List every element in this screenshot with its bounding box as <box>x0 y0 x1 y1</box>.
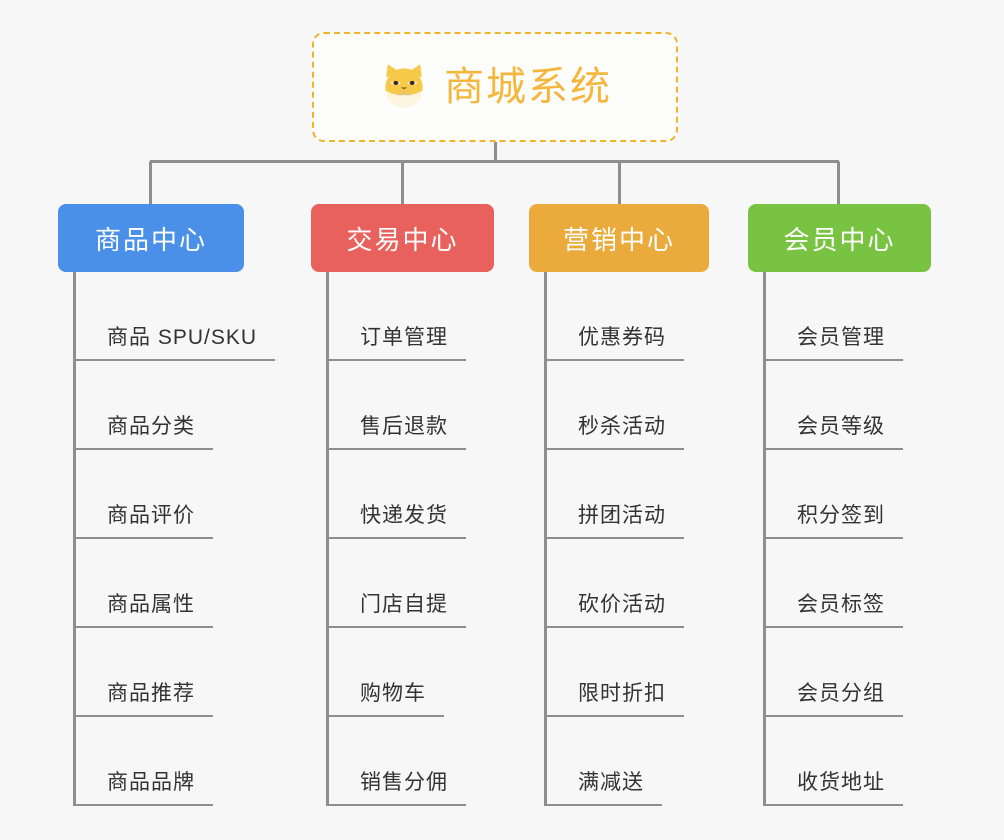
leaf-item[interactable]: 优惠券码 <box>544 272 709 361</box>
leaf-item[interactable]: 订单管理 <box>326 272 494 361</box>
leaf-inner: 会员等级 <box>763 412 903 450</box>
branch-column-2: 交易中心 订单管理 售后退款 快递发货 <box>311 204 494 806</box>
branch-title-4: 会员中心 <box>783 224 896 255</box>
leaf-label: 快递发货 <box>360 504 448 527</box>
leaf-inner: 拼团活动 <box>544 501 684 539</box>
leaf-inner: 砍价活动 <box>544 590 684 628</box>
leaf-inner: 会员分组 <box>763 679 903 717</box>
leaf-list-2: 订单管理 售后退款 快递发货 门店自提 <box>326 272 494 806</box>
leaf-label: 优惠券码 <box>578 326 666 349</box>
branch-title-3: 营销中心 <box>562 224 675 255</box>
leaf-label: 砍价活动 <box>578 593 666 616</box>
leaf-label: 售后退款 <box>360 415 448 438</box>
leaf-item[interactable]: 销售分佣 <box>326 717 494 806</box>
leaf-inner: 秒杀活动 <box>544 412 684 450</box>
leaf-item[interactable]: 商品属性 <box>73 539 244 628</box>
branch-head-1[interactable]: 商品中心 <box>58 204 244 272</box>
branch-title-1: 商品中心 <box>94 224 207 255</box>
leaf-label: 商品评价 <box>107 504 195 527</box>
leaf-list-1: 商品 SPU/SKU 商品分类 商品评价 商品属性 <box>73 272 276 806</box>
leaf-item[interactable]: 商品推荐 <box>73 628 244 717</box>
leaf-label: 购物车 <box>360 682 426 705</box>
leaf-label: 商品属性 <box>107 593 195 616</box>
leaf-inner: 积分签到 <box>763 501 903 539</box>
leaf-label: 会员等级 <box>797 415 885 438</box>
branch-head-3[interactable]: 营销中心 <box>529 204 709 272</box>
leaf-inner: 销售分佣 <box>326 768 466 806</box>
leaf-label: 会员管理 <box>797 326 885 349</box>
leaf-item[interactable]: 积分签到 <box>763 450 931 539</box>
branch-title-2: 交易中心 <box>346 224 459 255</box>
leaf-inner: 商品分类 <box>73 412 213 450</box>
leaf-item[interactable]: 秒杀活动 <box>544 361 709 450</box>
leaf-inner: 商品 SPU/SKU <box>73 323 276 361</box>
leaf-item[interactable]: 会员等级 <box>763 361 931 450</box>
leaf-label: 限时折扣 <box>578 682 666 705</box>
leaf-item[interactable]: 拼团活动 <box>544 450 709 539</box>
leaf-label: 商品品牌 <box>107 771 195 794</box>
leaf-inner: 售后退款 <box>326 412 466 450</box>
leaf-label: 商品 SPU/SKU <box>107 326 258 349</box>
leaf-inner: 订单管理 <box>326 323 466 361</box>
leaf-item[interactable]: 商品评价 <box>73 450 244 539</box>
leaf-item[interactable]: 会员标签 <box>763 539 931 628</box>
leaf-inner: 商品品牌 <box>73 768 213 806</box>
leaf-inner: 会员标签 <box>763 590 903 628</box>
leaf-label: 门店自提 <box>360 593 448 616</box>
leaf-inner: 优惠券码 <box>544 323 684 361</box>
leaf-label: 积分签到 <box>797 504 885 527</box>
leaf-item[interactable]: 购物车 <box>326 628 494 717</box>
leaf-item[interactable]: 门店自提 <box>326 539 494 628</box>
leaf-label: 会员标签 <box>797 593 885 616</box>
leaf-label: 满减送 <box>578 771 644 794</box>
leaf-label: 拼团活动 <box>578 504 666 527</box>
leaf-label: 秒杀活动 <box>578 415 666 438</box>
leaf-label: 商品分类 <box>107 415 195 438</box>
leaf-item[interactable]: 快递发货 <box>326 450 494 539</box>
root-node[interactable]: 商城系统 <box>312 32 678 142</box>
leaf-inner: 快递发货 <box>326 501 466 539</box>
leaf-label: 会员分组 <box>797 682 885 705</box>
leaf-item[interactable]: 会员分组 <box>763 628 931 717</box>
leaf-inner: 商品评价 <box>73 501 213 539</box>
leaf-item[interactable]: 收货地址 <box>763 717 931 806</box>
leaf-item[interactable]: 商品 SPU/SKU <box>73 272 276 361</box>
shiba-inu-icon <box>378 61 430 113</box>
leaf-item[interactable]: 商品品牌 <box>73 717 244 806</box>
leaf-item[interactable]: 会员管理 <box>763 272 931 361</box>
branch-head-4[interactable]: 会员中心 <box>748 204 931 272</box>
leaf-label: 商品推荐 <box>107 682 195 705</box>
leaf-inner: 购物车 <box>326 679 444 717</box>
branch-head-2[interactable]: 交易中心 <box>311 204 494 272</box>
leaf-inner: 限时折扣 <box>544 679 684 717</box>
leaf-label: 销售分佣 <box>360 771 448 794</box>
leaf-label: 订单管理 <box>360 326 448 349</box>
leaf-item[interactable]: 售后退款 <box>326 361 494 450</box>
leaf-inner: 商品属性 <box>73 590 213 628</box>
leaf-item[interactable]: 砍价活动 <box>544 539 709 628</box>
leaf-item[interactable]: 满减送 <box>544 717 709 806</box>
branch-column-1: 商品中心 商品 SPU/SKU 商品分类 商品评价 <box>58 204 276 806</box>
leaf-item[interactable]: 限时折扣 <box>544 628 709 717</box>
leaf-item[interactable]: 商品分类 <box>73 361 244 450</box>
leaf-inner: 商品推荐 <box>73 679 213 717</box>
leaf-inner: 门店自提 <box>326 590 466 628</box>
leaf-list-4: 会员管理 会员等级 积分签到 会员标签 <box>763 272 931 806</box>
leaf-inner: 满减送 <box>544 768 662 806</box>
leaf-inner: 收货地址 <box>763 768 903 806</box>
leaf-label: 收货地址 <box>797 771 885 794</box>
leaf-list-3: 优惠券码 秒杀活动 拼团活动 砍价活动 <box>544 272 709 806</box>
branch-column-4: 会员中心 会员管理 会员等级 积分签到 <box>748 204 931 806</box>
leaf-inner: 会员管理 <box>763 323 903 361</box>
root-title: 商城系统 <box>444 65 612 109</box>
branch-column-3: 营销中心 优惠券码 秒杀活动 拼团活动 <box>529 204 709 806</box>
